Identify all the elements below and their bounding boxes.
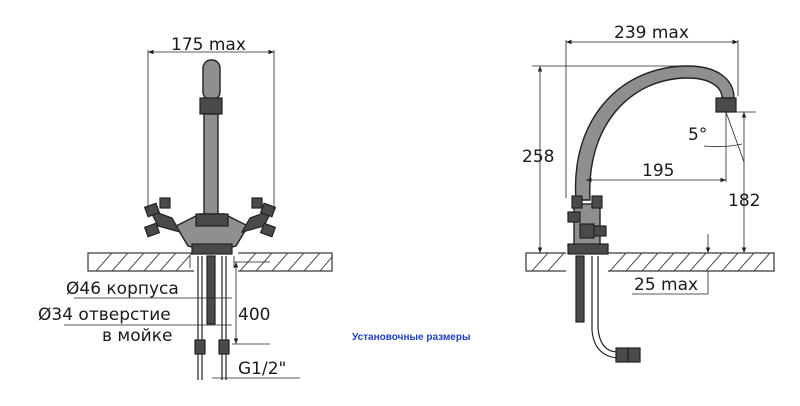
front-dimensions bbox=[64, 49, 300, 379]
height-dim-label: 258 bbox=[522, 147, 554, 167]
counter-thickness-label: 25 max bbox=[634, 275, 698, 295]
front-mounting bbox=[189, 255, 235, 380]
body-diameter-label: Ø46 корпуса bbox=[66, 279, 179, 299]
front-body bbox=[175, 213, 249, 255]
side-handle-icon bbox=[567, 195, 607, 239]
drawing-caption: Установочные размеры bbox=[352, 332, 470, 343]
thread-label: G1/2" bbox=[238, 359, 286, 379]
spout-reach-label: 195 bbox=[642, 161, 674, 181]
side-dimensions bbox=[532, 39, 756, 295]
right-handle-icon bbox=[240, 197, 277, 238]
side-countertop bbox=[525, 252, 775, 272]
width-dim-label: 175 max bbox=[171, 35, 246, 55]
side-view: 239 max 258 5° 195 182 25 max bbox=[522, 23, 775, 363]
reach-dim-label: 239 max bbox=[614, 23, 689, 43]
hole-location-label: в мойке bbox=[102, 326, 172, 346]
left-handle-icon bbox=[143, 197, 182, 238]
front-view: 175 max Ø46 корпуса Ø34 отверстие в мойк… bbox=[38, 35, 333, 380]
side-mounting bbox=[575, 255, 641, 363]
front-spout bbox=[199, 59, 223, 221]
spout-height-label: 182 bbox=[728, 191, 760, 211]
hose-length-label: 400 bbox=[238, 305, 270, 325]
side-spout bbox=[574, 65, 737, 201]
angle-dim-label: 5° bbox=[688, 125, 707, 145]
hole-diameter-label: Ø34 отверстие bbox=[38, 305, 171, 325]
